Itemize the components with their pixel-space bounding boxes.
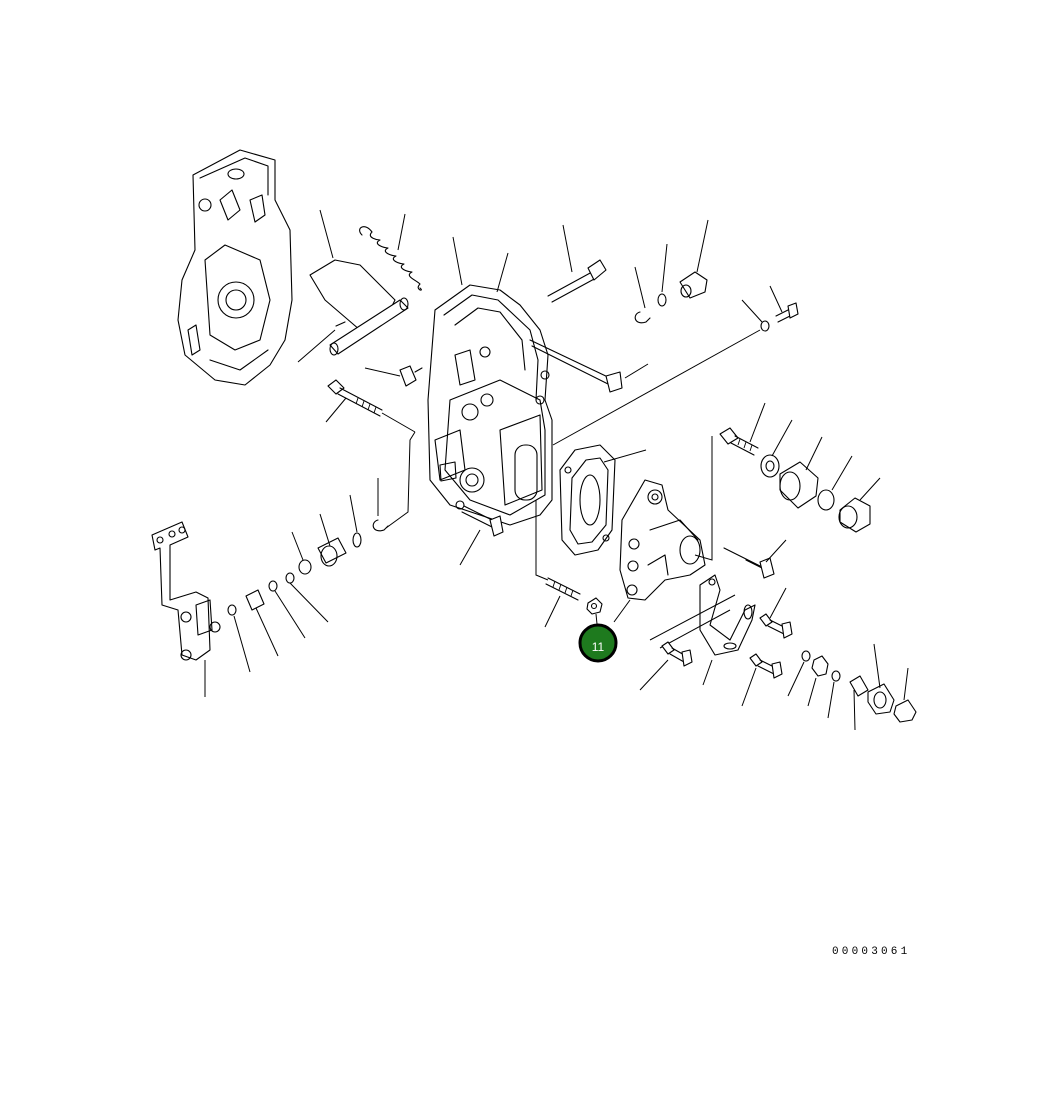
stud <box>535 500 581 628</box>
bolt-right-1 <box>694 402 766 561</box>
callout-11-label: 11 <box>592 640 605 654</box>
right-housing <box>613 479 706 623</box>
washer-3 <box>268 580 278 592</box>
link-rod <box>529 339 611 379</box>
washer-left <box>298 559 312 575</box>
washer-right-3 <box>801 650 811 662</box>
plug-right <box>893 667 917 723</box>
washer-4 <box>227 604 237 616</box>
fitting-right <box>849 643 895 731</box>
lever-assembly <box>151 521 221 697</box>
snap-ring <box>634 266 651 324</box>
long-bolt-top <box>547 224 607 303</box>
cap-right <box>838 477 881 533</box>
o-ring-top <box>657 293 667 307</box>
governor-spring <box>359 213 422 291</box>
bushing-left <box>317 513 347 567</box>
bolt-right-3 <box>759 587 793 639</box>
nut-part-11 <box>586 597 603 615</box>
collar-left <box>245 589 279 657</box>
bolt-lower-left <box>639 641 693 691</box>
pump-housing <box>177 149 293 386</box>
spacer-right <box>779 436 823 509</box>
gasket <box>559 444 647 556</box>
plug-top <box>679 219 709 299</box>
washer-right-4 <box>831 670 841 682</box>
governor-lever <box>297 209 409 363</box>
screw-left <box>364 365 423 387</box>
governor-cover <box>427 236 553 526</box>
bolt-lower-center <box>459 505 504 566</box>
bolt-right-4 <box>741 653 783 707</box>
washer-2 <box>285 572 295 584</box>
snap-ring-left <box>372 431 416 532</box>
washer-right <box>760 454 780 478</box>
callout-11[interactable]: 11 <box>578 613 618 663</box>
drawing-number: 00003061 <box>832 946 911 958</box>
o-ring-left <box>352 532 362 548</box>
nut-right <box>807 655 829 707</box>
washer-right-2 <box>817 489 835 511</box>
bolt-right-2 <box>723 539 787 579</box>
bracket <box>649 574 756 686</box>
long-bolt-left <box>325 379 416 433</box>
connection-line <box>552 329 761 446</box>
small-bolt-right <box>741 285 799 332</box>
